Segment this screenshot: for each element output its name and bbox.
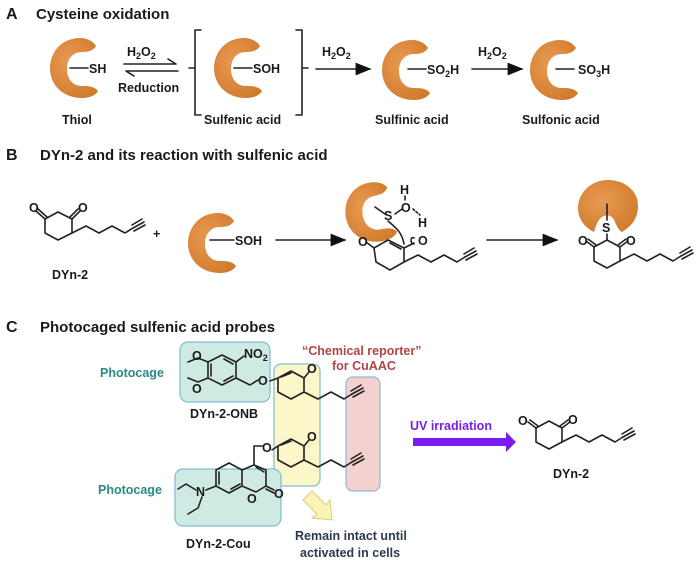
atom-s: S — [602, 221, 610, 235]
thioether-product: S O O — [578, 180, 694, 269]
oxidation-arrow-2: H2O2 — [315, 45, 372, 76]
sulfonic-acid-species: SO3H Sulfonic acid — [522, 40, 610, 127]
atom-o: O — [247, 492, 257, 506]
reporter-label-line2: for CuAAC — [332, 359, 396, 373]
atom-o: O — [518, 414, 528, 428]
dyn2-cou-label: DYn-2-Cou — [186, 537, 251, 551]
dyn2-molecule: O O DYn-2 — [29, 201, 146, 282]
dyn2-onb-label: DYn-2-ONB — [190, 407, 258, 421]
panel-c-letter: C — [6, 319, 18, 336]
note-line1: Remain intact until — [295, 529, 407, 543]
atom-o: O — [262, 441, 272, 455]
sulfinic-group: SO2H — [427, 63, 459, 79]
panel-b-letter: B — [6, 147, 18, 164]
photocage-label-1: Photocage — [100, 366, 164, 380]
reagent-h2o2-1: H2O2 — [127, 45, 156, 61]
atom-o: O — [192, 349, 202, 363]
panel-c-title: Photocaged sulfenic acid probes — [40, 319, 275, 336]
reagent-h2o2-2: H2O2 — [322, 45, 351, 61]
panel-a: A Cysteine oxidation SH Thiol H2O2 Reduc… — [6, 6, 610, 127]
atom-o: O — [578, 234, 588, 248]
reduction-label: Reduction — [118, 81, 179, 95]
sulfinic-label: Sulfinic acid — [375, 113, 449, 127]
panel-b: B DYn-2 and its reaction with sulfenic a… — [6, 147, 694, 282]
reporter-label-line1: “Chemical reporter” — [302, 344, 421, 358]
protein-soh: SOH — [188, 213, 262, 273]
sulfenic-group: SOH — [253, 62, 280, 76]
atom-o: O — [274, 487, 284, 501]
photocage-box-onb — [179, 341, 271, 403]
panel-a-title: Cysteine oxidation — [36, 6, 169, 23]
protein-icon — [382, 40, 430, 100]
dyn2-product-label: DYn-2 — [553, 467, 589, 481]
intact-arrow-icon — [302, 490, 333, 521]
protein-icon — [530, 40, 578, 100]
sulfinic-acid-species: SO2H Sulfinic acid — [375, 40, 459, 127]
atom-o: O — [192, 382, 202, 396]
dyn2-onb-molecule: O O NO2 O O DYn-2-ONB — [187, 347, 365, 421]
sulfenic-acid-species: SOH Sulfenic acid — [188, 29, 309, 127]
atom-h: H — [418, 216, 427, 230]
panel-c: C Photocaged sulfenic acid probes “Chemi… — [6, 319, 636, 560]
atom-o: O — [78, 201, 88, 215]
panel-a-letter: A — [6, 6, 18, 23]
thiol-group: SH — [89, 62, 106, 76]
thiol-species: SH Thiol — [50, 38, 106, 127]
uv-label: UV irradiation — [410, 419, 492, 433]
uv-arrow-icon — [413, 432, 516, 452]
reporter-box — [345, 376, 381, 492]
atom-h: H — [400, 183, 409, 197]
photocage-box-cou — [174, 468, 282, 527]
dyn2-cou-molecule: O O O O N DYn-2-Cou — [177, 430, 365, 551]
core-box — [273, 363, 321, 487]
protein-icon — [188, 213, 236, 273]
dyn2-product-molecule: O O DYn-2 — [518, 413, 636, 481]
sulfenic-label: Sulfenic acid — [204, 113, 281, 127]
sulfonic-label: Sulfonic acid — [522, 113, 600, 127]
atom-o: O — [29, 201, 39, 215]
oxidation-arrow-3: H2O2 — [471, 45, 524, 76]
nitro-group: NO2 — [244, 347, 268, 363]
atom-o: O — [307, 430, 317, 444]
atom-o: O — [568, 413, 578, 427]
atom-o: O — [626, 234, 636, 248]
atom-o: O — [258, 374, 268, 388]
atom-o: O — [401, 201, 411, 215]
panel-b-title: DYn-2 and its reaction with sulfenic aci… — [40, 147, 328, 164]
atom-o: O — [358, 235, 368, 249]
equilibrium-arrow: H2O2 Reduction — [118, 45, 179, 95]
soh-group: SOH — [235, 234, 262, 248]
photocage-label-2: Photocage — [98, 483, 162, 497]
dyn2-label: DYn-2 — [52, 268, 88, 282]
atom-s: S — [384, 209, 392, 223]
reagent-h2o2-3: H2O2 — [478, 45, 507, 61]
atom-n: N — [196, 485, 205, 499]
atom-o: O — [418, 234, 428, 248]
transition-state: S O H H O O — [340, 179, 478, 271]
plus-sign: + — [153, 227, 160, 241]
atom-o: O — [307, 362, 317, 376]
thiol-label: Thiol — [62, 113, 92, 127]
sulfonic-group: SO3H — [578, 63, 610, 79]
note-line2: activated in cells — [300, 546, 400, 560]
